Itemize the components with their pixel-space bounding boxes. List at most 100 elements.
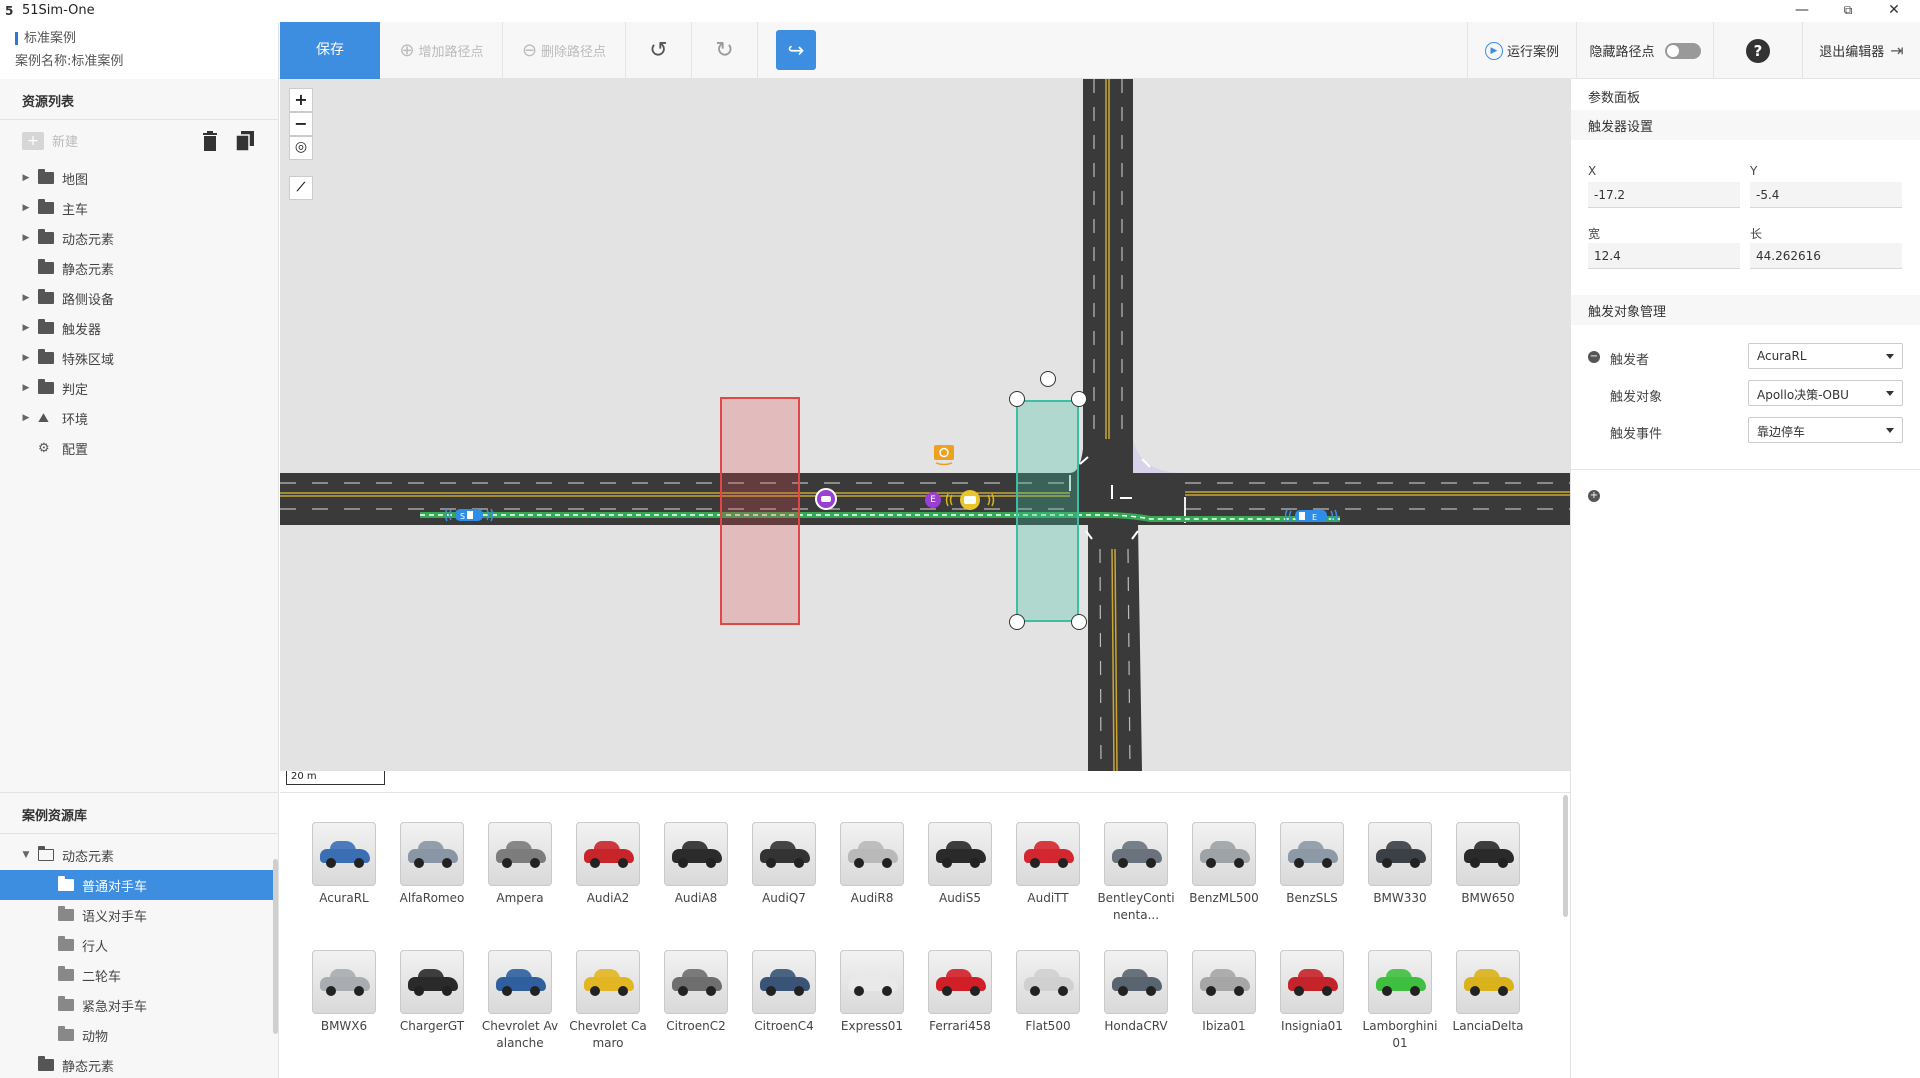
resource-tree-item[interactable]: ▶路侧设备 — [20, 283, 270, 313]
close-button[interactable]: ✕ — [1888, 2, 1900, 18]
vehicle-card[interactable]: AlfaRomeo — [392, 822, 472, 907]
vehicle-card[interactable]: CitroenC2 — [656, 950, 736, 1035]
vehicle-card[interactable]: BMW330 — [1360, 822, 1440, 907]
zoom-out-button[interactable]: − — [289, 112, 313, 136]
chevron-right-icon[interactable]: ▶ — [22, 413, 30, 423]
vehicle-card[interactable]: Chevrolet Camaro — [568, 950, 648, 1052]
vehicle-card[interactable]: BentleyContinenta... — [1096, 822, 1176, 924]
roadside-device-icon[interactable] — [932, 445, 956, 467]
vehicle-card[interactable]: AudiA8 — [656, 822, 736, 907]
vehicle-card[interactable]: BenzSLS — [1272, 822, 1352, 907]
chevron-right-icon[interactable]: ▶ — [22, 173, 30, 183]
resize-handle[interactable] — [1071, 614, 1087, 630]
vehicle-card[interactable]: AudiS5 — [920, 822, 1000, 907]
library-tree-item[interactable]: 行人 — [0, 930, 273, 960]
width-field[interactable]: 12.4 — [1588, 243, 1740, 269]
vehicle-card[interactable]: AudiTT — [1008, 822, 1088, 907]
library-tree-item[interactable]: 动物 — [0, 1020, 273, 1050]
opponent-end-marker[interactable]: E — [925, 492, 941, 508]
hide-waypoints-toggle[interactable] — [1664, 42, 1701, 59]
resource-tree-item[interactable]: ▶动态元素 — [20, 223, 270, 253]
vehicle-card[interactable]: Ibiza01 — [1184, 950, 1264, 1035]
library-scrollbar[interactable] — [1563, 795, 1568, 917]
help-button[interactable]: ? — [1713, 22, 1802, 79]
resize-handle[interactable] — [1071, 391, 1087, 407]
library-tree-item[interactable]: 静态元素 — [0, 1050, 273, 1078]
add-waypoint-button[interactable]: ⊕增加路径点 — [381, 22, 503, 79]
undo-button[interactable]: ↺ — [626, 22, 692, 79]
resource-tree-item[interactable]: ▶触发器 — [20, 313, 270, 343]
vehicle-card[interactable]: HondaCRV — [1096, 950, 1176, 1035]
vehicle-card[interactable]: Ferrari458 — [920, 950, 1000, 1035]
y-field[interactable]: -5.4 — [1750, 182, 1902, 208]
chevron-right-icon[interactable]: ▶ — [22, 353, 30, 363]
resize-handle[interactable] — [1009, 614, 1025, 630]
resource-tree-item[interactable]: ▶主车 — [20, 193, 270, 223]
chevron-right-icon[interactable]: ▶ — [22, 203, 30, 213]
trigger-target-select[interactable]: Apollo决策-OBU — [1748, 380, 1903, 406]
vehicle-card[interactable]: BenzML500 — [1184, 822, 1264, 907]
vehicle-card[interactable]: AcuraRL — [304, 822, 384, 907]
vehicle-card[interactable]: LanciaDelta — [1448, 950, 1528, 1035]
library-tree-scrollbar[interactable] — [273, 859, 278, 1034]
vehicle-card[interactable]: Lamborghini01 — [1360, 950, 1440, 1052]
x-field[interactable]: -17.2 — [1588, 182, 1740, 208]
chevron-right-icon[interactable]: ▶ — [22, 323, 30, 333]
rotate-handle[interactable] — [1040, 371, 1056, 387]
main-vehicle-start[interactable]: S — [444, 506, 494, 524]
resize-handle[interactable] — [1009, 391, 1025, 407]
add-trigger-icon[interactable]: + — [1588, 490, 1600, 502]
opponent-vehicle-marker[interactable] — [815, 488, 837, 510]
library-tree-item[interactable]: ▼动态元素 — [0, 840, 273, 870]
resource-tree-item[interactable]: ⚙配置 — [20, 433, 270, 463]
run-case-button[interactable]: ▶运行案例 — [1467, 22, 1576, 79]
resource-tree-item[interactable]: ▶⛰环境 — [20, 403, 270, 433]
vehicle-card[interactable]: AudiA2 — [568, 822, 648, 907]
map-canvas[interactable]: S E E + − ◎ ⟋ — [280, 79, 1570, 771]
chevron-right-icon[interactable]: ▶ — [22, 383, 30, 393]
collapse-icon[interactable]: − — [1588, 351, 1600, 363]
new-button[interactable]: + 新建 — [22, 131, 78, 150]
resource-tree-item[interactable]: ▶地图 — [20, 163, 270, 193]
chevron-right-icon[interactable]: ▶ — [22, 233, 30, 243]
chevron-right-icon[interactable]: ▶ — [22, 293, 30, 303]
redirect-button[interactable]: ↪ — [776, 30, 816, 70]
trigger-region-teal[interactable] — [1016, 400, 1079, 622]
locate-button[interactable]: ◎ — [289, 136, 313, 160]
vehicle-card[interactable]: AudiQ7 — [744, 822, 824, 907]
length-field[interactable]: 44.262616 — [1750, 243, 1902, 269]
library-tree-item[interactable]: 语义对手车 — [0, 900, 273, 930]
resource-tree-item[interactable]: ▶判定 — [20, 373, 270, 403]
vehicle-card[interactable]: Ampera — [480, 822, 560, 907]
save-button[interactable]: 保存 — [280, 22, 380, 79]
vehicle-card[interactable]: ChargerGT — [392, 950, 472, 1035]
minimize-button[interactable]: — — [1795, 2, 1809, 18]
copy-icon[interactable] — [235, 131, 254, 152]
library-tree-item[interactable]: 普通对手车 — [0, 870, 273, 900]
trigger-event-select[interactable]: 靠边停车 — [1748, 417, 1903, 443]
resource-tree-item[interactable]: ▶特殊区域 — [20, 343, 270, 373]
redo-button[interactable]: ↻ — [692, 22, 758, 79]
zoom-in-button[interactable]: + — [289, 88, 313, 112]
vehicle-card[interactable]: BMW650 — [1448, 822, 1528, 907]
main-vehicle-end[interactable]: E — [1284, 507, 1339, 525]
exit-editor-button[interactable]: 退出编辑器 ⇥ — [1802, 22, 1920, 79]
vehicle-card[interactable]: Express01 — [832, 950, 912, 1035]
vehicle-card[interactable]: BMWX6 — [304, 950, 384, 1035]
vehicle-card[interactable]: CitroenC4 — [744, 950, 824, 1035]
library-tree-item[interactable]: 紧急对手车 — [0, 990, 273, 1020]
trash-icon[interactable] — [202, 131, 218, 151]
measure-button[interactable]: ⟋ — [289, 176, 313, 200]
resource-tree-item[interactable]: 静态元素 — [20, 253, 270, 283]
vehicle-card[interactable]: Flat500 — [1008, 950, 1088, 1035]
maximize-button[interactable]: ⧉ — [1843, 3, 1853, 17]
vehicle-card[interactable]: Chevrolet Avalanche — [480, 950, 560, 1052]
chevron-down-icon[interactable]: ▼ — [22, 850, 30, 860]
vehicle-card[interactable]: Insignia01 — [1272, 950, 1352, 1035]
trigger-by-select[interactable]: AcuraRL — [1748, 343, 1903, 369]
delete-waypoint-button[interactable]: ⊖删除路径点 — [503, 22, 626, 79]
library-tree-item[interactable]: 二轮车 — [0, 960, 273, 990]
trigger-region-red[interactable] — [720, 397, 800, 625]
vehicle-card[interactable]: AudiR8 — [832, 822, 912, 907]
obu-device-marker[interactable] — [944, 489, 996, 511]
